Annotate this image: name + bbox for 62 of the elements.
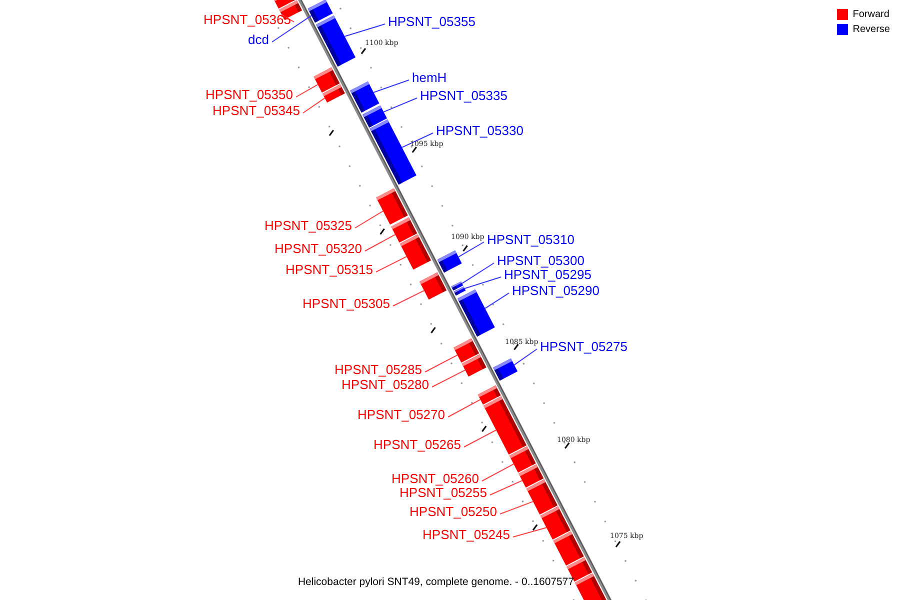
- leader-line: [514, 348, 538, 366]
- leader-line: [373, 80, 410, 93]
- gene-label: HPSNT_05275: [540, 340, 628, 353]
- gene-bar: [553, 531, 584, 566]
- gene-label: HPSNT_05265: [374, 438, 461, 451]
- gene-bar: [454, 286, 466, 296]
- gene-label: hemH: [412, 71, 447, 84]
- leader-line: [424, 354, 458, 372]
- gene-label: HPSNT_05260: [392, 472, 479, 485]
- gene-label: HPSNT_05315: [286, 263, 373, 276]
- leader-line: [272, 15, 312, 42]
- leader-line: [464, 276, 502, 289]
- gene-bar: [540, 506, 570, 540]
- gene-label: HPSNT_05305: [302, 297, 390, 310]
- gene-label: HPSNT_05245: [422, 528, 510, 541]
- leader-line: [512, 527, 547, 538]
- gene-bar: [350, 81, 380, 113]
- gene-bar: [493, 358, 518, 381]
- leader-line: [364, 234, 396, 252]
- gene-label: HPSNT_05280: [342, 378, 429, 391]
- leader-line: [464, 430, 497, 448]
- leader-line: [383, 98, 418, 112]
- leader-line: [354, 210, 384, 228]
- gene-bar: [526, 479, 558, 515]
- caption: Helicobacter pylori SNT49, complete genome. - 0..1607577: [298, 577, 574, 588]
- gene-label: HPSNT_05270: [358, 408, 445, 421]
- leader-line: [376, 256, 408, 272]
- gene-label: HPSNT_05290: [512, 284, 600, 297]
- legend-text: Forward: [852, 10, 890, 20]
- gene-label: HPSNT_05285: [334, 363, 422, 376]
- leader-line: [484, 292, 510, 309]
- gene-label: HPSNT_05330: [436, 124, 524, 137]
- gene-label: HPSNT_05335: [420, 89, 508, 102]
- leader-line: [344, 24, 386, 37]
- leader-line: [482, 464, 514, 482]
- legend-text: Reverse: [852, 24, 890, 34]
- gene-label: HPSNT_05320: [274, 242, 362, 255]
- gene-label: HPSNT_05295: [504, 268, 592, 281]
- leader-line: [500, 501, 534, 514]
- gene-label: HPSNT_05310: [487, 233, 574, 246]
- leader-line: [401, 132, 434, 148]
- leader-line: [281, 14, 294, 22]
- leader-line: [302, 98, 326, 114]
- leader-line: [462, 262, 494, 284]
- gene-bar: [322, 84, 345, 103]
- gene-label: HPSNT_05325: [264, 219, 352, 232]
- gene-label: HPSNT_05250: [410, 505, 497, 518]
- leader-line: [490, 480, 523, 496]
- gene-label: HPSNT_05365: [204, 13, 291, 26]
- leader-line: [448, 399, 481, 418]
- gene-label: HPSNT_05345: [212, 104, 300, 117]
- gene-label: HPSNT_05355: [388, 15, 476, 28]
- leader-line: [432, 370, 466, 388]
- gene-label: dcd: [248, 33, 269, 46]
- gene-label: HPSNT_05255: [400, 486, 487, 499]
- gene-bar: [462, 354, 486, 377]
- gene-label: HPSNT_05300: [497, 254, 584, 267]
- gene-label: HPSNT_05350: [206, 88, 293, 101]
- leader-line: [296, 84, 318, 98]
- leader-line: [392, 290, 425, 306]
- leader-line: [458, 242, 484, 258]
- gene-bar: [437, 250, 462, 273]
